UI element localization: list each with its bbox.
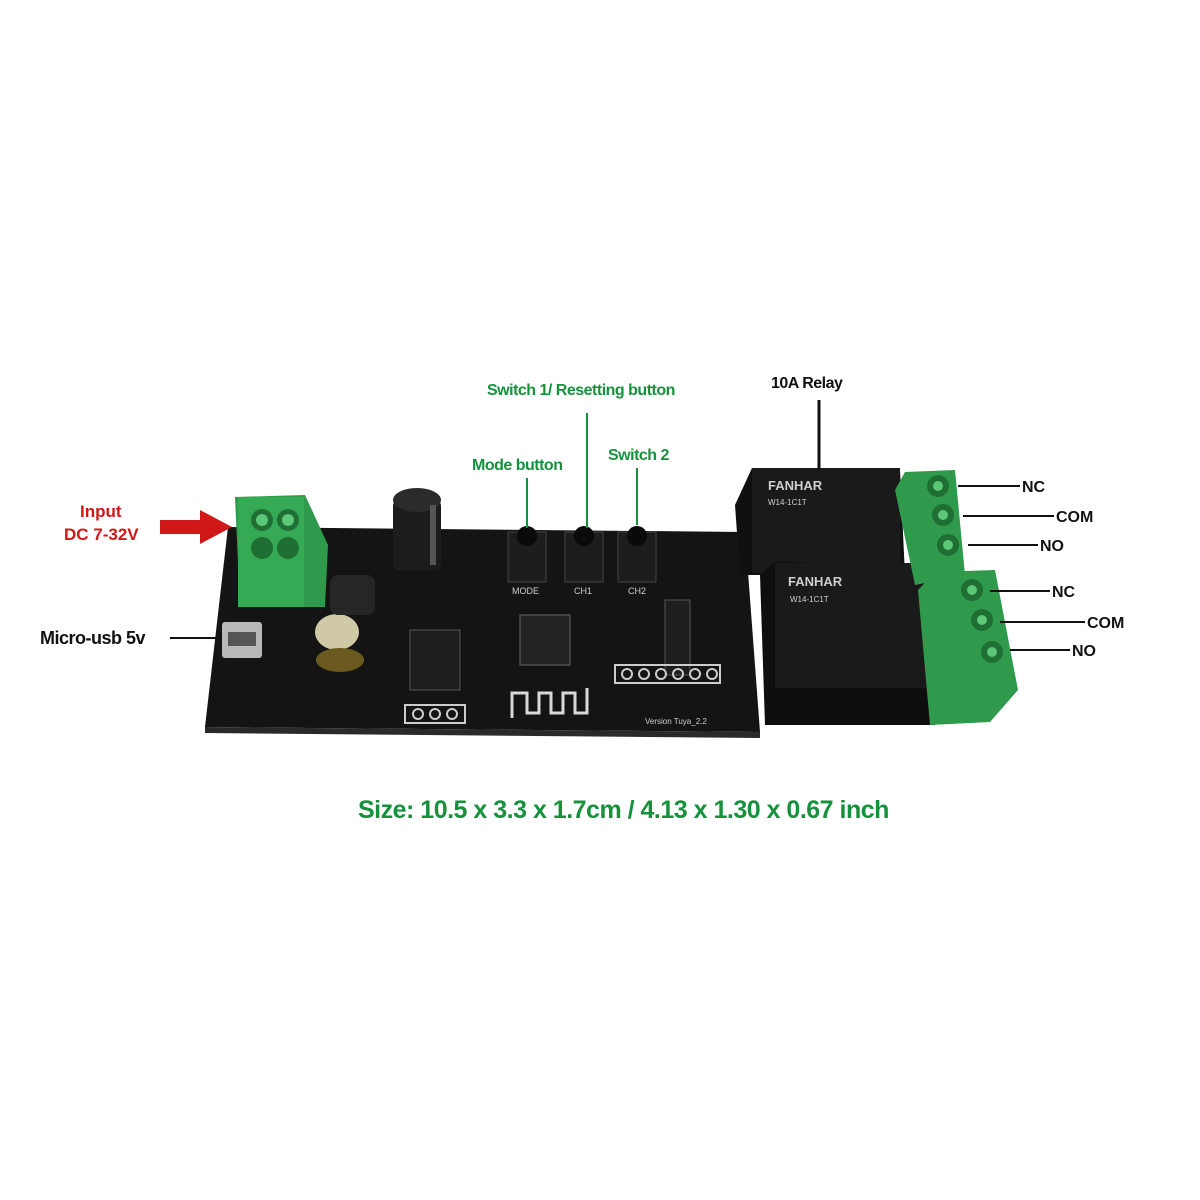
relay1-terminal-block: [895, 470, 965, 585]
input-voltage-label: DC 7-32V: [64, 525, 139, 544]
header-pins: [614, 664, 721, 684]
micro-usb-label: Micro-usb 5v: [40, 628, 146, 648]
relay1-no-label: NO: [1040, 538, 1064, 555]
relay2-com-label: COM: [1087, 615, 1124, 632]
relay1-brand: FANHAR: [768, 478, 823, 493]
electrolytic-capacitor: [393, 488, 441, 570]
mode-button-label: Mode button: [472, 457, 562, 474]
size-caption: Size: 10.5 x 3.3 x 1.7cm / 4.13 x 1.30 x…: [358, 796, 889, 824]
pcb-antenna: [510, 688, 589, 718]
mode-button[interactable]: [507, 526, 547, 583]
ch2-button[interactable]: [617, 526, 657, 583]
relay2-terminal-block: [918, 570, 1018, 725]
header-pins-left: [404, 704, 466, 724]
silk-mode: MODE: [512, 586, 539, 596]
switch2-label: Switch 2: [608, 447, 670, 464]
relay-2: FANHAR W14-1C1T: [760, 562, 935, 725]
relay1-com-label: COM: [1056, 509, 1093, 526]
relay2-nc-label: NC: [1052, 584, 1076, 601]
relay-1: FANHAR W14-1C1T: [735, 468, 905, 575]
input-label: Input: [80, 502, 122, 521]
silk-version: Version Tuya_2.2: [645, 717, 707, 726]
relay2-brand: FANHAR: [788, 574, 843, 589]
input-terminal-block: [235, 495, 328, 607]
pcb-edge: [205, 727, 760, 738]
switch1-label: Switch 1/ Resetting button: [487, 382, 675, 399]
relay-label: 10A Relay: [771, 375, 843, 392]
small-capacitor: [315, 614, 364, 672]
relay1-nc-label: NC: [1022, 479, 1046, 496]
relay2-model: W14-1C1T: [790, 595, 829, 604]
inductor: [330, 575, 375, 615]
relay1-model: W14-1C1T: [768, 498, 807, 507]
relay2-no-label: NO: [1072, 643, 1096, 660]
ch1-button[interactable]: [564, 526, 604, 583]
input-arrow-icon: [160, 510, 232, 544]
ic-chip-right: [664, 599, 691, 676]
wifi-module-chip: [519, 614, 571, 666]
ic-chip: [409, 629, 461, 691]
silk-ch1: CH1: [574, 586, 592, 596]
silk-ch2: CH2: [628, 586, 646, 596]
